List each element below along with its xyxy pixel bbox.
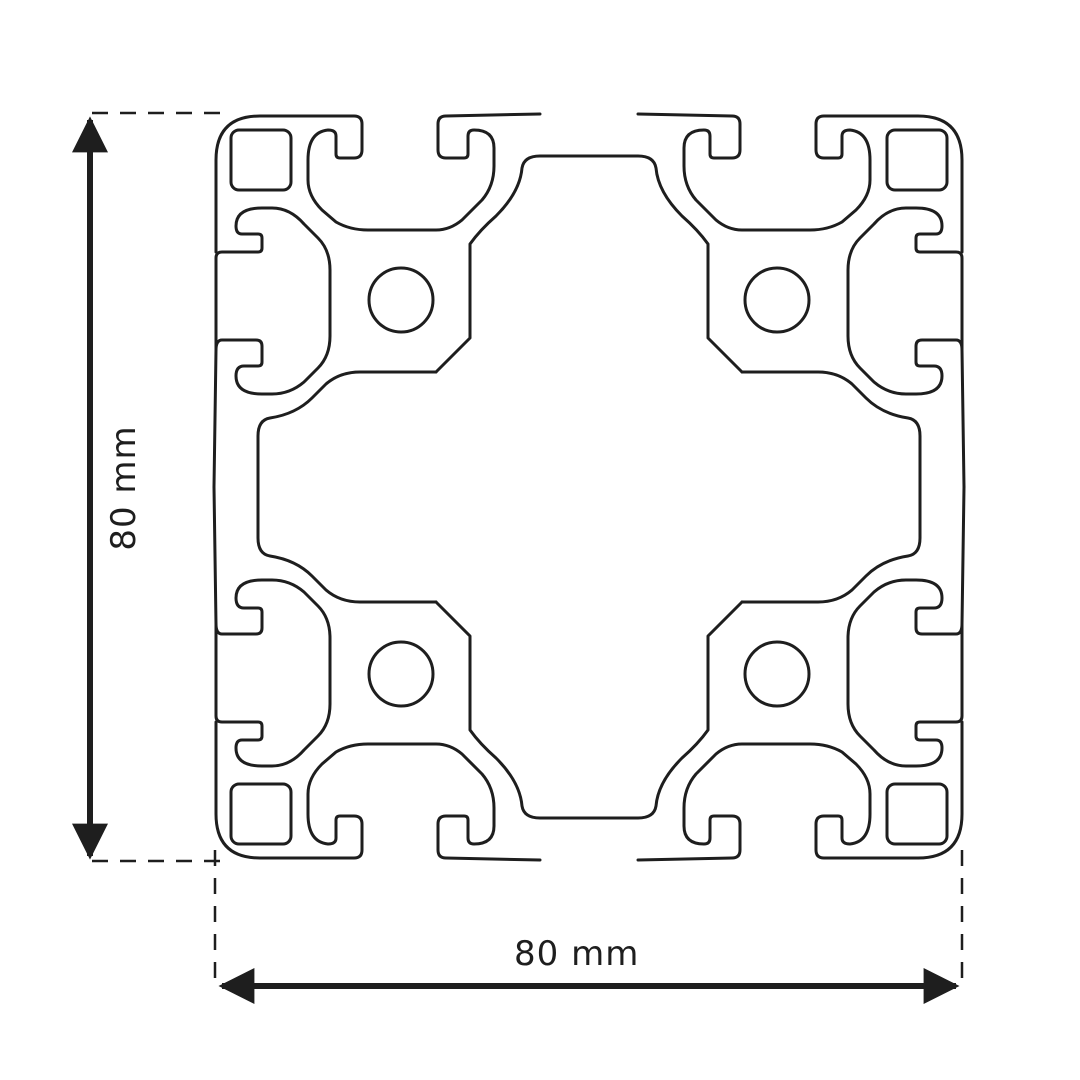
- profile-quadrant-top-left: [212, 112, 591, 489]
- width-dimension-label: 80 mm: [514, 934, 640, 974]
- extension-lines: [92, 111, 964, 986]
- profile-quadrant-top-right: [587, 112, 966, 489]
- profile-quadrant-bottom-left: [212, 485, 591, 862]
- profile-quadrant-bottom-right: [587, 485, 966, 862]
- height-dimension-label: 80 mm: [104, 425, 144, 551]
